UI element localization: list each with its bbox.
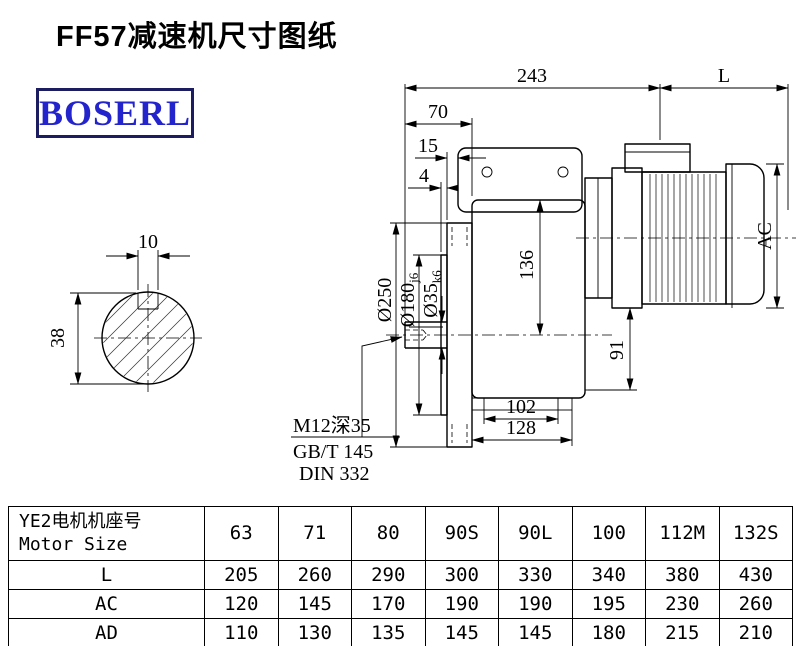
row-label: AD [8, 617, 205, 646]
cooling-fins [649, 174, 717, 302]
dim-L-label: L [718, 65, 730, 87]
size-col: 132S [718, 506, 793, 561]
dim-128-label: 128 [506, 417, 536, 439]
dimension-drawing: 10 38 [47, 65, 796, 485]
cell: 380 [645, 559, 720, 590]
dim-91-label: 91 [606, 340, 628, 360]
table-row-L: L 205 260 290 300 330 340 380 430 [8, 559, 793, 590]
note-m12: M12深35 [293, 414, 371, 437]
thread-notes: M12深35 GB/T 145 DIN 332 [293, 414, 373, 485]
table-header-row: YE2电机机座号 Motor Size 63 71 80 90S 90L 100… [8, 506, 793, 561]
dim-dia35-label: Ø35k6 [420, 270, 444, 318]
cell: 430 [718, 559, 793, 590]
table-row-AC: AC 120 145 170 190 190 195 230 260 [8, 588, 793, 619]
cell: 215 [645, 617, 720, 646]
dim-keyway-width-label: 10 [138, 231, 158, 253]
cell: 300 [424, 559, 499, 590]
size-col: 100 [571, 506, 646, 561]
cell: 145 [498, 617, 573, 646]
header-line-cn: YE2电机机座号 [19, 511, 142, 532]
terminal-box [624, 143, 691, 173]
gearbox-housing [440, 147, 600, 448]
dim-4-label: 4 [419, 165, 429, 187]
flange-bolt-holes [451, 227, 468, 443]
shaft-circle [101, 291, 195, 385]
cell: 110 [204, 617, 279, 646]
boserl-logo: BOSERL [36, 88, 194, 138]
note-din: DIN 332 [299, 463, 370, 485]
flange-spigot [440, 254, 448, 416]
dim-dia180-label: Ø180j6 [397, 272, 421, 327]
table-row-AD: AD 110 130 135 145 145 180 215 210 [8, 617, 793, 646]
plug-hole [557, 166, 569, 178]
cell: 135 [351, 617, 426, 646]
keyway-slot [137, 293, 159, 310]
note-leader [361, 336, 403, 437]
main-view: 243 L 70 15 4 Ø250 Ø180j6 Ø35k6 136 AC 9… [291, 65, 796, 485]
dim-dia250-label: Ø250 [374, 278, 396, 322]
cell: 205 [204, 559, 279, 590]
row-label: L [8, 559, 205, 590]
cell: 190 [498, 588, 573, 619]
motor-size-table: YE2电机机座号 Motor Size 63 71 80 90S 90L 100… [8, 506, 793, 646]
dim-102-label: 102 [506, 396, 536, 418]
dimension-lines [291, 84, 789, 448]
dim-shaft-height-label: 38 [47, 328, 69, 348]
size-col: 90L [498, 506, 573, 561]
cell: 330 [498, 559, 573, 590]
size-col: 71 [277, 506, 352, 561]
cell: 130 [277, 617, 352, 646]
cell: 180 [571, 617, 646, 646]
note-gbt: GB/T 145 [293, 441, 373, 463]
shaft-end-view: 10 38 [47, 231, 202, 392]
cell: 145 [277, 588, 352, 619]
cell: 145 [424, 617, 499, 646]
eyebolt-hole [481, 166, 493, 178]
size-col: 63 [204, 506, 279, 561]
size-col: 112M [645, 506, 720, 561]
fan-cowl [725, 163, 765, 305]
cell: 195 [571, 588, 646, 619]
cell: 290 [351, 559, 426, 590]
cell: 230 [645, 588, 720, 619]
table-header-label: YE2电机机座号 Motor Size [8, 506, 205, 561]
cell: 170 [351, 588, 426, 619]
dim-15-label: 15 [418, 135, 438, 157]
size-col: 90S [424, 506, 499, 561]
dim-70-label: 70 [428, 101, 448, 123]
header-line-en: Motor Size [19, 534, 128, 556]
extension-lines [390, 84, 789, 448]
cell: 120 [204, 588, 279, 619]
dim-136-label: 136 [516, 250, 538, 280]
row-label: AC [8, 588, 205, 619]
size-col: 80 [351, 506, 426, 561]
cell: 260 [718, 588, 793, 619]
cell: 210 [718, 617, 793, 646]
page-title: FF57减速机尺寸图纸 [56, 21, 338, 53]
section-hatch [103, 293, 193, 383]
dim-AC-label: AC [754, 222, 776, 250]
cell: 260 [277, 559, 352, 590]
m12-tapped-hole [405, 329, 428, 341]
dim-243-label: 243 [517, 65, 547, 87]
logo-text: BOSERL [38, 93, 192, 133]
cell: 340 [571, 559, 646, 590]
motor [584, 143, 765, 309]
cell: 190 [424, 588, 499, 619]
bottom-boss [471, 397, 573, 411]
